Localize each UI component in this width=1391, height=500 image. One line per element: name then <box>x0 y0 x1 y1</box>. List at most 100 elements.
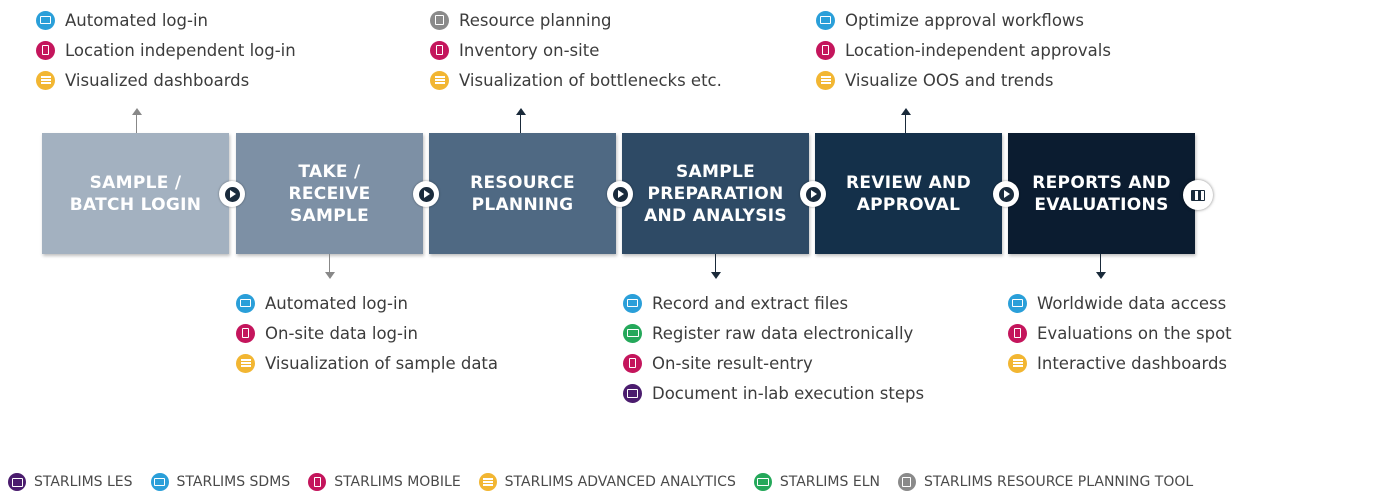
legend-item: STARLIMS LES <box>8 473 133 491</box>
legend-label: STARLIMS MOBILE <box>334 474 461 490</box>
stage-resource-planning: RESOURCE PLANNING <box>429 133 616 254</box>
stage-label: REPORTS AND EVALUATIONS <box>1032 172 1171 215</box>
mobile-icon <box>816 40 835 60</box>
sdms-icon <box>36 10 55 30</box>
eln-icon <box>753 473 772 491</box>
feature-item: Document in-lab execution steps <box>623 378 924 408</box>
finish-flag-icon <box>1183 180 1213 210</box>
feature-item: Register raw data electronically <box>623 318 924 348</box>
feature-item: Location independent log-in <box>36 35 296 65</box>
feature-item: Optimize approval workflows <box>816 5 1111 35</box>
stage-review-approval: REVIEW AND APPROVAL <box>815 133 1002 254</box>
legend-item: STARLIMS SDMS <box>150 473 291 491</box>
feature-group-bottom-receive: Automated log-in On-site data log-in Vis… <box>236 288 498 378</box>
legend-label: STARLIMS SDMS <box>176 474 291 490</box>
feature-item: Worldwide data access <box>1008 288 1232 318</box>
arrow-right-icon <box>219 181 245 207</box>
feature-text: Interactive dashboards <box>1037 353 1228 373</box>
feature-item: On-site data log-in <box>236 318 498 348</box>
feature-text: Resource planning <box>459 10 612 30</box>
analytics-icon <box>816 70 835 90</box>
stage-take-receive-sample: TAKE / RECEIVE SAMPLE <box>236 133 423 254</box>
feature-group-top-resource: Resource planning Inventory on-site Visu… <box>430 5 722 95</box>
sdms-icon <box>1008 293 1027 313</box>
sdms-icon <box>816 10 835 30</box>
mobile-icon <box>308 473 327 491</box>
feature-text: Inventory on-site <box>459 40 600 60</box>
legend-label: STARLIMS LES <box>34 474 133 490</box>
stage-label: SAMPLE PREPARATION AND ANALYSIS <box>644 161 787 226</box>
legend-label: STARLIMS RESOURCE PLANNING TOOL <box>923 474 1194 490</box>
feature-item: Visualization of sample data <box>236 348 498 378</box>
analytics-icon <box>1008 353 1027 373</box>
connector-down-arrow <box>324 254 335 279</box>
feature-text: On-site result-entry <box>652 353 813 373</box>
legend: STARLIMS LES STARLIMS SDMS STARLIMS MOBI… <box>8 473 1193 491</box>
stage-sample-batch-login: SAMPLE / BATCH LOGIN <box>42 133 229 254</box>
feature-text: Location-independent approvals <box>845 40 1111 60</box>
feature-item: Evaluations on the spot <box>1008 318 1232 348</box>
stage-label: REVIEW AND APPROVAL <box>846 172 971 215</box>
feature-item: Interactive dashboards <box>1008 348 1232 378</box>
feature-text: Evaluations on the spot <box>1037 323 1232 343</box>
sdms-icon <box>150 473 169 491</box>
legend-item: STARLIMS ADVANCED ANALYTICS <box>478 473 736 491</box>
connector-up-arrow <box>131 108 142 133</box>
stage-label: TAKE / RECEIVE SAMPLE <box>288 161 371 226</box>
legend-label: STARLIMS ELN <box>779 474 880 490</box>
connector-up-arrow <box>900 108 911 133</box>
stage-label: RESOURCE PLANNING <box>470 172 575 215</box>
sdms-icon <box>623 293 642 313</box>
feature-item: Resource planning <box>430 5 722 35</box>
mobile-icon <box>430 40 449 60</box>
feature-item: Record and extract files <box>623 288 924 318</box>
sdms-icon <box>236 293 255 313</box>
feature-item: Visualize OOS and trends <box>816 65 1111 95</box>
feature-text: Record and extract files <box>652 293 849 313</box>
resource-planning-icon <box>897 473 916 491</box>
mobile-icon <box>236 323 255 343</box>
feature-text: Visualized dashboards <box>65 70 250 90</box>
feature-group-top-login: Automated log-in Location independent lo… <box>36 5 296 95</box>
feature-item: Inventory on-site <box>430 35 722 65</box>
connector-up-arrow <box>515 108 526 133</box>
legend-item: STARLIMS RESOURCE PLANNING TOOL <box>897 473 1194 491</box>
arrow-right-icon <box>800 181 826 207</box>
feature-text: Document in-lab execution steps <box>652 383 925 403</box>
mobile-icon <box>623 353 642 373</box>
feature-text: Visualization of bottlenecks etc. <box>459 70 722 90</box>
connector-down-arrow <box>1095 254 1106 279</box>
feature-text: Automated log-in <box>265 293 408 313</box>
arrow-right-icon <box>607 181 633 207</box>
legend-item: STARLIMS MOBILE <box>308 473 461 491</box>
stage-reports-evaluations: REPORTS AND EVALUATIONS <box>1008 133 1195 254</box>
eln-icon <box>623 323 642 343</box>
analytics-icon <box>236 353 255 373</box>
feature-text: On-site data log-in <box>265 323 419 343</box>
resource-planning-icon <box>430 10 449 30</box>
feature-group-bottom-reports: Worldwide data access Evaluations on the… <box>1008 288 1232 378</box>
feature-group-bottom-analysis: Record and extract files Register raw da… <box>623 288 924 408</box>
les-icon <box>8 473 26 491</box>
stage-label: SAMPLE / BATCH LOGIN <box>69 172 202 215</box>
legend-label: STARLIMS ADVANCED ANALYTICS <box>504 474 736 490</box>
feature-text: Worldwide data access <box>1037 293 1227 313</box>
connector-down-arrow <box>710 254 721 279</box>
analytics-icon <box>478 473 497 491</box>
feature-group-top-review: Optimize approval workflows Location-ind… <box>816 5 1111 95</box>
analytics-icon <box>36 70 55 90</box>
stage-sample-preparation-analysis: SAMPLE PREPARATION AND ANALYSIS <box>622 133 809 254</box>
feature-item: Location-independent approvals <box>816 35 1111 65</box>
mobile-icon <box>1008 323 1027 343</box>
mobile-icon <box>36 40 55 60</box>
feature-item: Automated log-in <box>36 5 296 35</box>
analytics-icon <box>430 70 449 90</box>
legend-item: STARLIMS ELN <box>753 473 880 491</box>
feature-text: Location independent log-in <box>65 40 296 60</box>
feature-text: Register raw data electronically <box>652 323 914 343</box>
feature-text: Visualization of sample data <box>265 353 499 373</box>
feature-item: On-site result-entry <box>623 348 924 378</box>
feature-text: Automated log-in <box>65 10 208 30</box>
arrow-right-icon <box>993 181 1019 207</box>
feature-item: Visualized dashboards <box>36 65 296 95</box>
